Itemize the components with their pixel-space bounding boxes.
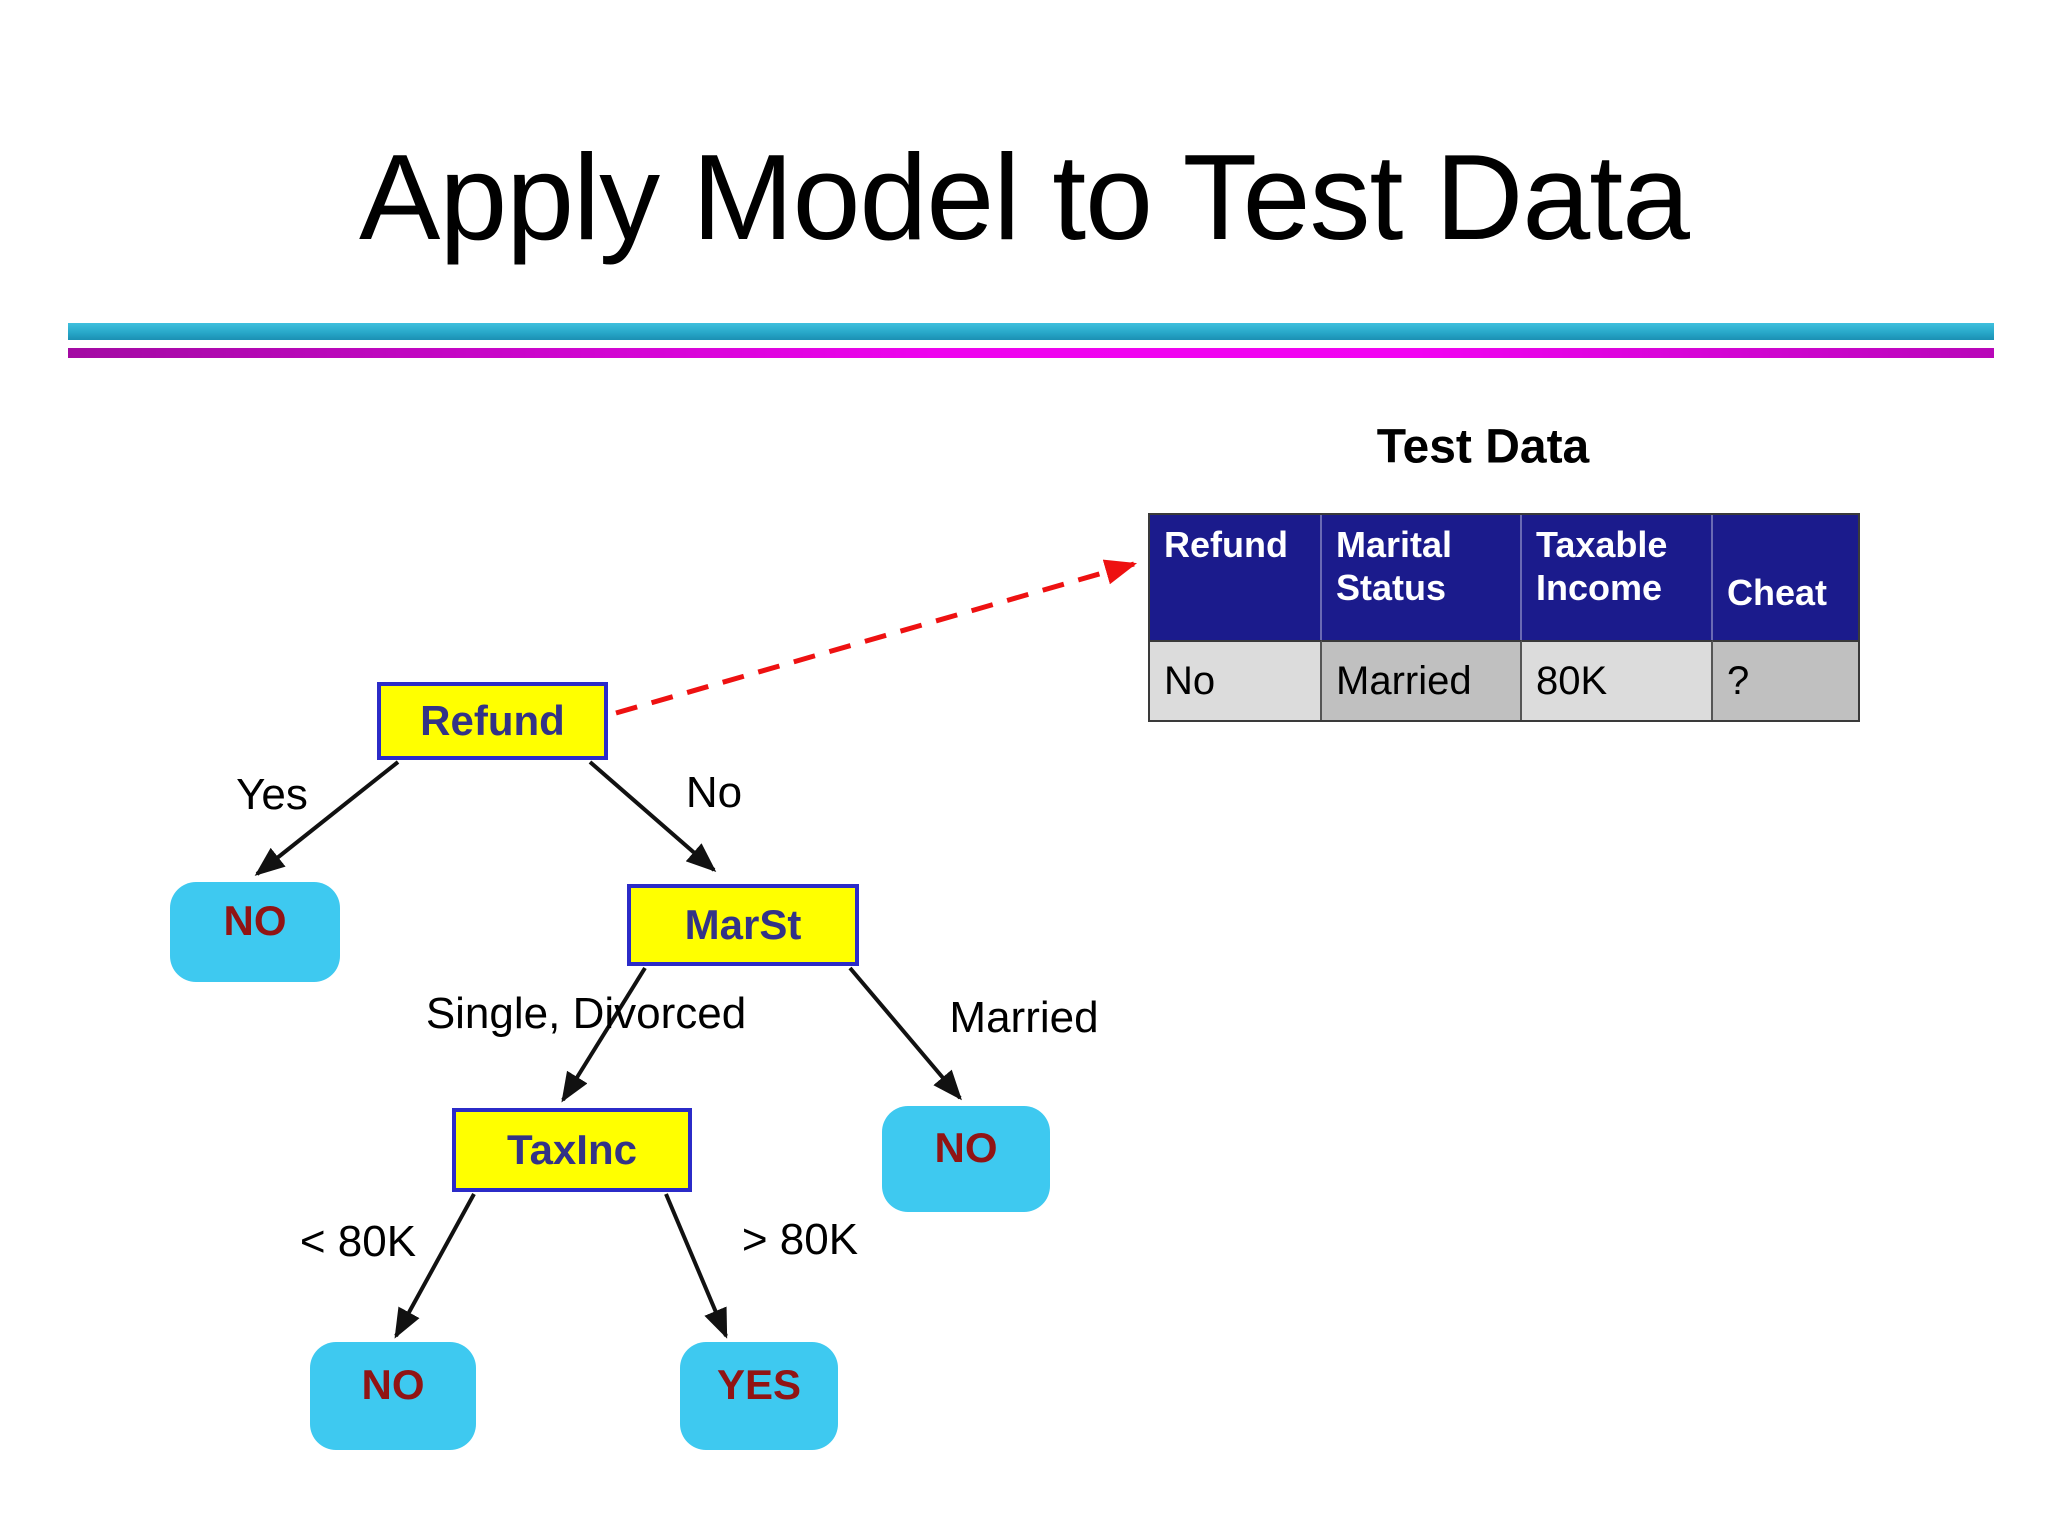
decision-node-marst: MarSt xyxy=(627,884,859,966)
edge-refund-no xyxy=(588,760,717,872)
column-header-taxable-income: Taxable Income xyxy=(1522,515,1713,640)
divider-teal-line xyxy=(68,323,1994,340)
leaf-node-taxinc-gt: YES xyxy=(680,1342,838,1450)
edge-label-single-divorced: Single, Divorced xyxy=(425,989,747,1038)
edge-label-gt-80k: > 80K xyxy=(741,1215,859,1264)
cell-marital-value: Married xyxy=(1322,640,1522,720)
column-header-marital-status: Marital Status xyxy=(1322,515,1522,640)
edge-marst-single-divorced xyxy=(561,966,647,1103)
test-data-heading: Test Data xyxy=(1376,420,1590,474)
edge-taxinc-gt80k xyxy=(664,1193,728,1339)
edge-label-yes: Yes xyxy=(236,770,308,819)
cell-income-value: 80K xyxy=(1522,640,1713,720)
divider-magenta-line xyxy=(68,348,1994,358)
cell-refund-value: No xyxy=(1150,640,1322,720)
edge-label-lt-80k: < 80K xyxy=(299,1217,417,1266)
red-dashed-arrow xyxy=(615,559,1138,716)
column-header-cheat: Cheat xyxy=(1713,515,1858,640)
column-header-refund: Refund xyxy=(1150,515,1322,640)
decision-node-refund: Refund xyxy=(377,682,608,760)
leaf-node-marst-married: NO xyxy=(882,1106,1050,1212)
leaf-node-taxinc-lt: NO xyxy=(310,1342,476,1450)
edge-taxinc-lt80k xyxy=(394,1193,476,1339)
cell-cheat-value: ? xyxy=(1713,640,1858,720)
decision-node-taxinc: TaxInc xyxy=(452,1108,692,1192)
test-data-table: Refund Marital Status Taxable Income Che… xyxy=(1148,513,1860,722)
edge-label-no: No xyxy=(685,768,743,817)
edge-label-married: Married xyxy=(949,993,1099,1042)
leaf-node-refund-yes: NO xyxy=(170,882,340,982)
edge-refund-yes xyxy=(254,760,400,876)
slide-title: Apply Model to Test Data xyxy=(358,129,1690,265)
edge-marst-married xyxy=(848,966,962,1101)
